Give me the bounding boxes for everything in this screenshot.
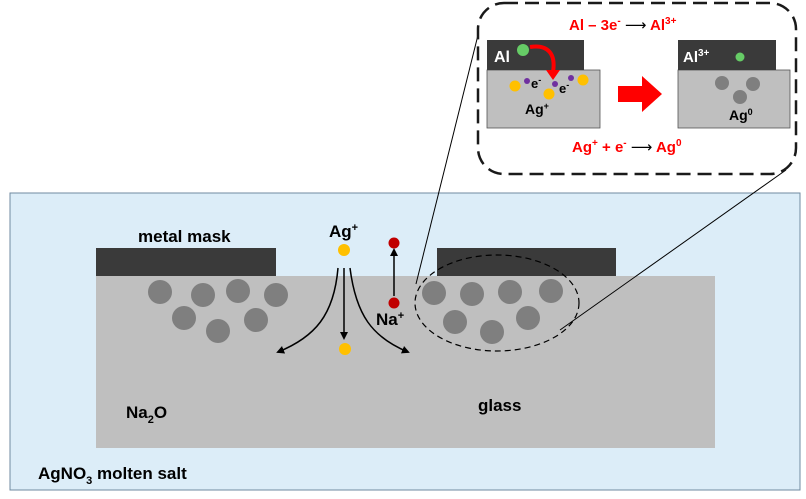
electron-1 [524, 78, 530, 84]
al-label: Al [494, 49, 510, 66]
na-ion-label: Na+ [376, 310, 404, 329]
zoom-line-bottom [559, 169, 787, 331]
oxide-label: Na2O [126, 403, 167, 426]
na-ion-in-salt [388, 237, 400, 249]
inset-al3-layer [678, 40, 776, 70]
silver-nanoparticles-left [148, 279, 288, 343]
glass-substrate [96, 276, 715, 448]
highlight-ellipse [414, 254, 580, 352]
na-ion-in-glass [388, 297, 400, 309]
ag-ion-right [577, 74, 589, 86]
zoom-inset: Al – 3e- ⟶ Al3+ Al e- e- Ag+ [476, 1, 798, 176]
ag-ion-in-salt [338, 244, 350, 256]
ion-flow-arrows [276, 248, 410, 354]
ag-ion-inset-label: Ag+ [525, 101, 549, 117]
glass-label: glass [478, 396, 521, 415]
metal-mask-left [96, 248, 276, 276]
metal-mask-right [437, 248, 616, 276]
electron-3 [568, 75, 574, 81]
electron-label-1: e- [531, 75, 541, 91]
reduction-equation: Ag+ + e- ⟶ Ag0 [572, 133, 682, 156]
ag0-particle-1 [715, 76, 729, 90]
silver-nanoparticles-right [422, 279, 563, 344]
ag0-label: Ag0 [729, 107, 753, 123]
ag-ion-left [509, 80, 521, 92]
ag-ion-center [543, 88, 555, 100]
electron-label-2: e- [559, 80, 569, 96]
zoom-line-top [415, 34, 479, 285]
ag-ion-in-glass [339, 343, 351, 355]
electron-2 [552, 81, 558, 87]
metal-mask-label: metal mask [138, 227, 231, 246]
al3-ion [735, 52, 745, 62]
ag0-particle-3 [733, 90, 747, 104]
ag0-particle-2 [746, 77, 760, 91]
al3-label: Al3+ [683, 48, 710, 66]
molten-salt-label: AgNO3 molten salt [38, 464, 187, 487]
oxidation-equation: Al – 3e- ⟶ Al3+ [569, 11, 677, 34]
transition-arrow [618, 76, 662, 112]
ag-ion-label: Ag+ [329, 222, 358, 241]
al-atom [517, 44, 529, 56]
electron-transfer-arrowhead [546, 70, 560, 80]
electron-transfer-arrow [529, 44, 556, 73]
